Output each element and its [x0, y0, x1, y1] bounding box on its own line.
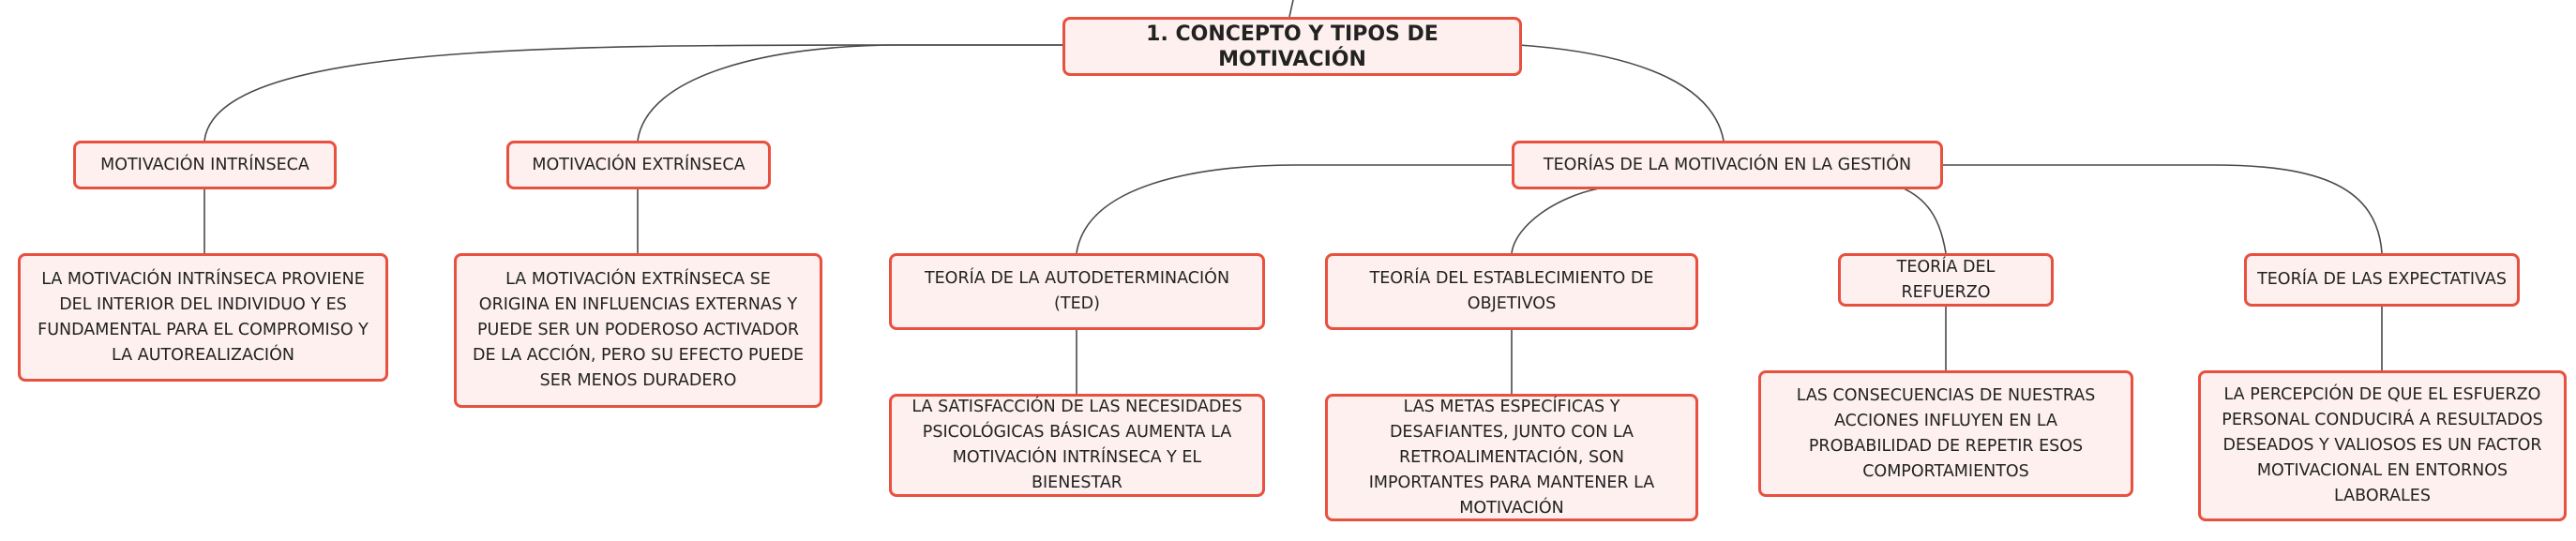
connector-teorias-ted	[1076, 164, 1512, 254]
node-teorias-gestion-label: TEORÍAS DE LA MOTIVACIÓN EN LA GESTIÓN	[1543, 155, 1912, 174]
node-teoria-expectativas[interactable]: TEORÍA DE LAS EXPECTATIVAS	[2244, 253, 2520, 307]
detail-motivacion-intrinseca-text: LA MOTIVACIÓN INTRÍNSECA PROVIENE DEL IN…	[38, 269, 369, 365]
detail-teoria-expectativas-text: LA PERCEPCIÓN DE QUE EL ESFUERZO PERSONA…	[2222, 385, 2543, 505]
node-teoria-autodeterminacion[interactable]: TEORÍA DE LA AUTODETERMINACIÓN (TED)	[889, 253, 1265, 330]
node-teoria-objetivos-label: TEORÍA DEL ESTABLECIMIENTO DE OBJETIVOS	[1369, 269, 1654, 313]
node-motivacion-extrinseca-label: MOTIVACIÓN EXTRÍNSECA	[532, 155, 746, 174]
node-teoria-refuerzo-label: TEORÍA DEL REFUERZO	[1896, 257, 1996, 302]
node-teoria-expectativas-label: TEORÍA DE LAS EXPECTATIVAS	[2257, 270, 2507, 289]
root-node[interactable]: 1. CONCEPTO Y TIPOS DE MOTIVACIÓN	[1062, 17, 1522, 76]
node-motivacion-intrinseca[interactable]: MOTIVACIÓN INTRÍNSECA	[73, 141, 337, 189]
node-motivacion-intrinseca-label: MOTIVACIÓN INTRÍNSECA	[100, 155, 309, 174]
connector-parent-root	[1288, 0, 1294, 18]
node-teorias-gestion[interactable]: TEORÍAS DE LA MOTIVACIÓN EN LA GESTIÓN	[1512, 141, 1943, 189]
detail-motivacion-intrinseca[interactable]: LA MOTIVACIÓN INTRÍNSECA PROVIENE DEL IN…	[18, 253, 388, 382]
connector-root-extrinseca	[637, 44, 1062, 142]
detail-teoria-autodeterminacion[interactable]: LA SATISFACCIÓN DE LAS NECESIDADES PSICO…	[889, 394, 1265, 497]
connector-teorias-expectativas	[1941, 164, 2383, 254]
detail-teoria-autodeterminacion-text: LA SATISFACCIÓN DE LAS NECESIDADES PSICO…	[911, 398, 1243, 492]
connector-root-teorias	[1518, 44, 1725, 142]
node-teoria-refuerzo[interactable]: TEORÍA DEL REFUERZO	[1838, 253, 2054, 307]
node-motivacion-extrinseca[interactable]: MOTIVACIÓN EXTRÍNSECA	[506, 141, 771, 189]
node-teoria-autodeterminacion-label: TEORÍA DE LA AUTODETERMINACIÓN (TED)	[924, 269, 1230, 313]
detail-teoria-refuerzo-text: LAS CONSECUENCIAS DE NUESTRAS ACCIONES I…	[1796, 385, 2096, 481]
detail-teoria-expectativas[interactable]: LA PERCEPCIÓN DE QUE EL ESFUERZO PERSONA…	[2198, 370, 2567, 521]
detail-teoria-objetivos-text: LAS METAS ESPECÍFICAS Y DESAFIANTES, JUN…	[1368, 397, 1655, 518]
connector-teorias-objetivos	[1511, 188, 1600, 254]
connector-root-intrinseca	[203, 44, 1062, 142]
connector-teorias-refuerzo	[1903, 188, 1947, 254]
detail-teoria-refuerzo[interactable]: LAS CONSECUENCIAS DE NUESTRAS ACCIONES I…	[1758, 370, 2133, 497]
detail-teoria-objetivos[interactable]: LAS METAS ESPECÍFICAS Y DESAFIANTES, JUN…	[1325, 394, 1698, 521]
root-node-label: 1. CONCEPTO Y TIPOS DE MOTIVACIÓN	[1146, 22, 1439, 71]
detail-motivacion-extrinseca-text: LA MOTIVACIÓN EXTRÍNSECA SE ORIGINA EN I…	[473, 270, 804, 390]
detail-motivacion-extrinseca[interactable]: LA MOTIVACIÓN EXTRÍNSECA SE ORIGINA EN I…	[454, 253, 822, 408]
node-teoria-objetivos[interactable]: TEORÍA DEL ESTABLECIMIENTO DE OBJETIVOS	[1325, 253, 1698, 330]
